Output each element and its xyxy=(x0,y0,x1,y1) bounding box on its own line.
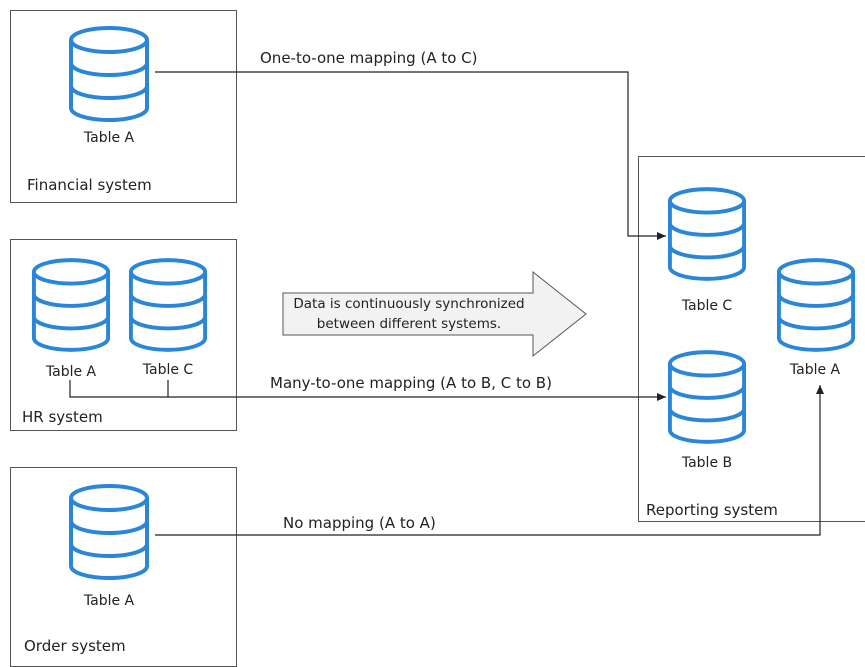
sync-banner-arrow xyxy=(282,270,587,358)
order-table-a-label: Table A xyxy=(83,593,135,609)
database-icon xyxy=(31,258,111,352)
reporting-system-label: Reporting system xyxy=(646,501,778,519)
financial-table-a-label: Table A xyxy=(83,130,135,146)
many-to-one-mapping-label: Many-to-one mapping (A to B, C to B) xyxy=(270,374,552,392)
sync-banner-line-1: Data is continuously synchronized xyxy=(293,296,525,312)
financial-system-label: Financial system xyxy=(27,176,152,194)
database-icon xyxy=(776,258,856,352)
no-mapping-label: No mapping (A to A) xyxy=(283,514,436,532)
no-mapping-connector xyxy=(155,385,824,536)
database-icon xyxy=(667,350,747,444)
one-to-one-connector xyxy=(155,71,666,240)
hr-table-c-label: Table C xyxy=(142,362,194,378)
hr-table-a-label: Table A xyxy=(45,364,97,380)
sync-banner-line-2: between different systems. xyxy=(316,316,502,332)
reporting-table-c-label: Table C xyxy=(681,298,733,314)
database-icon xyxy=(69,26,149,122)
hr-system-label: HR system xyxy=(22,408,103,426)
reporting-table-a-label: Table A xyxy=(789,362,841,378)
many-to-one-connector xyxy=(69,380,666,401)
database-icon xyxy=(69,484,149,580)
sync-banner-text: Data is continuously synchronized betwee… xyxy=(284,294,534,334)
database-icon xyxy=(128,258,208,352)
order-system-label: Order system xyxy=(24,637,126,655)
one-to-one-mapping-label: One-to-one mapping (A to C) xyxy=(260,49,478,67)
reporting-table-b-label: Table B xyxy=(681,455,733,471)
database-icon xyxy=(667,187,747,281)
